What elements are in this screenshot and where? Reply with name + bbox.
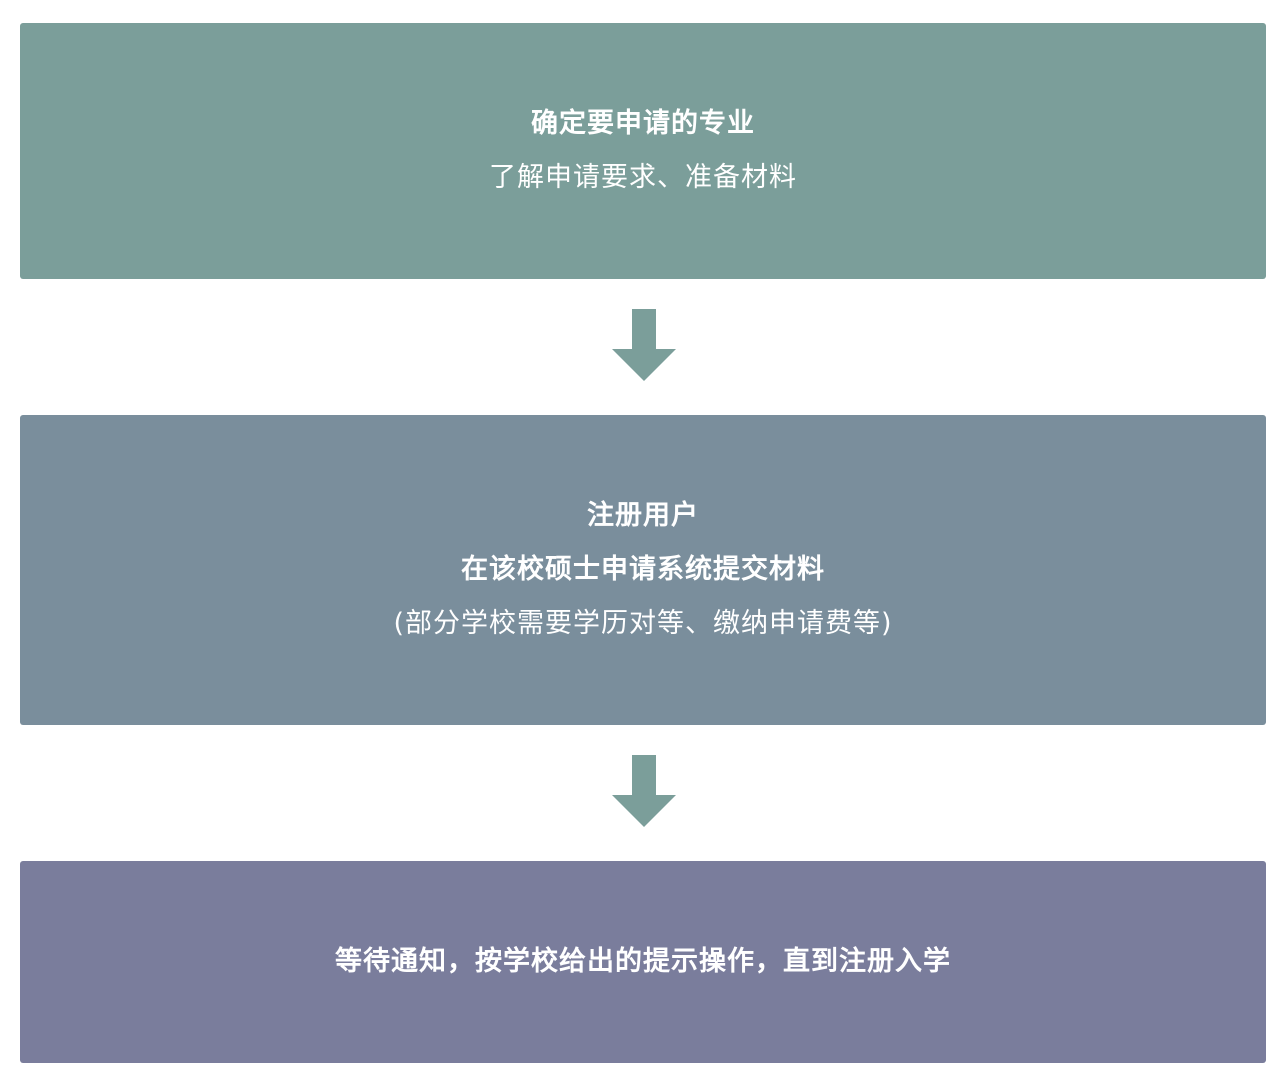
down-arrow-icon [612,755,676,827]
step-2-title-2: 在该校硕士申请系统提交材料 [461,554,825,585]
step-1-box: 确定要申请的专业 了解申请要求、准备材料 [20,23,1266,279]
step-2-subtitle: (部分学校需要学历对等、缴纳申请费等) [393,608,893,639]
step-3-box: 等待通知，按学校给出的提示操作，直到注册入学 [20,861,1266,1063]
step-1-subtitle: 了解申请要求、准备材料 [489,162,797,193]
down-arrow-icon [612,309,676,381]
step-3-title: 等待通知，按学校给出的提示操作，直到注册入学 [335,946,951,977]
step-2-title: 注册用户 [587,500,699,531]
step-1-title: 确定要申请的专业 [531,108,755,139]
step-2-box: 注册用户 在该校硕士申请系统提交材料 (部分学校需要学历对等、缴纳申请费等) [20,415,1266,725]
